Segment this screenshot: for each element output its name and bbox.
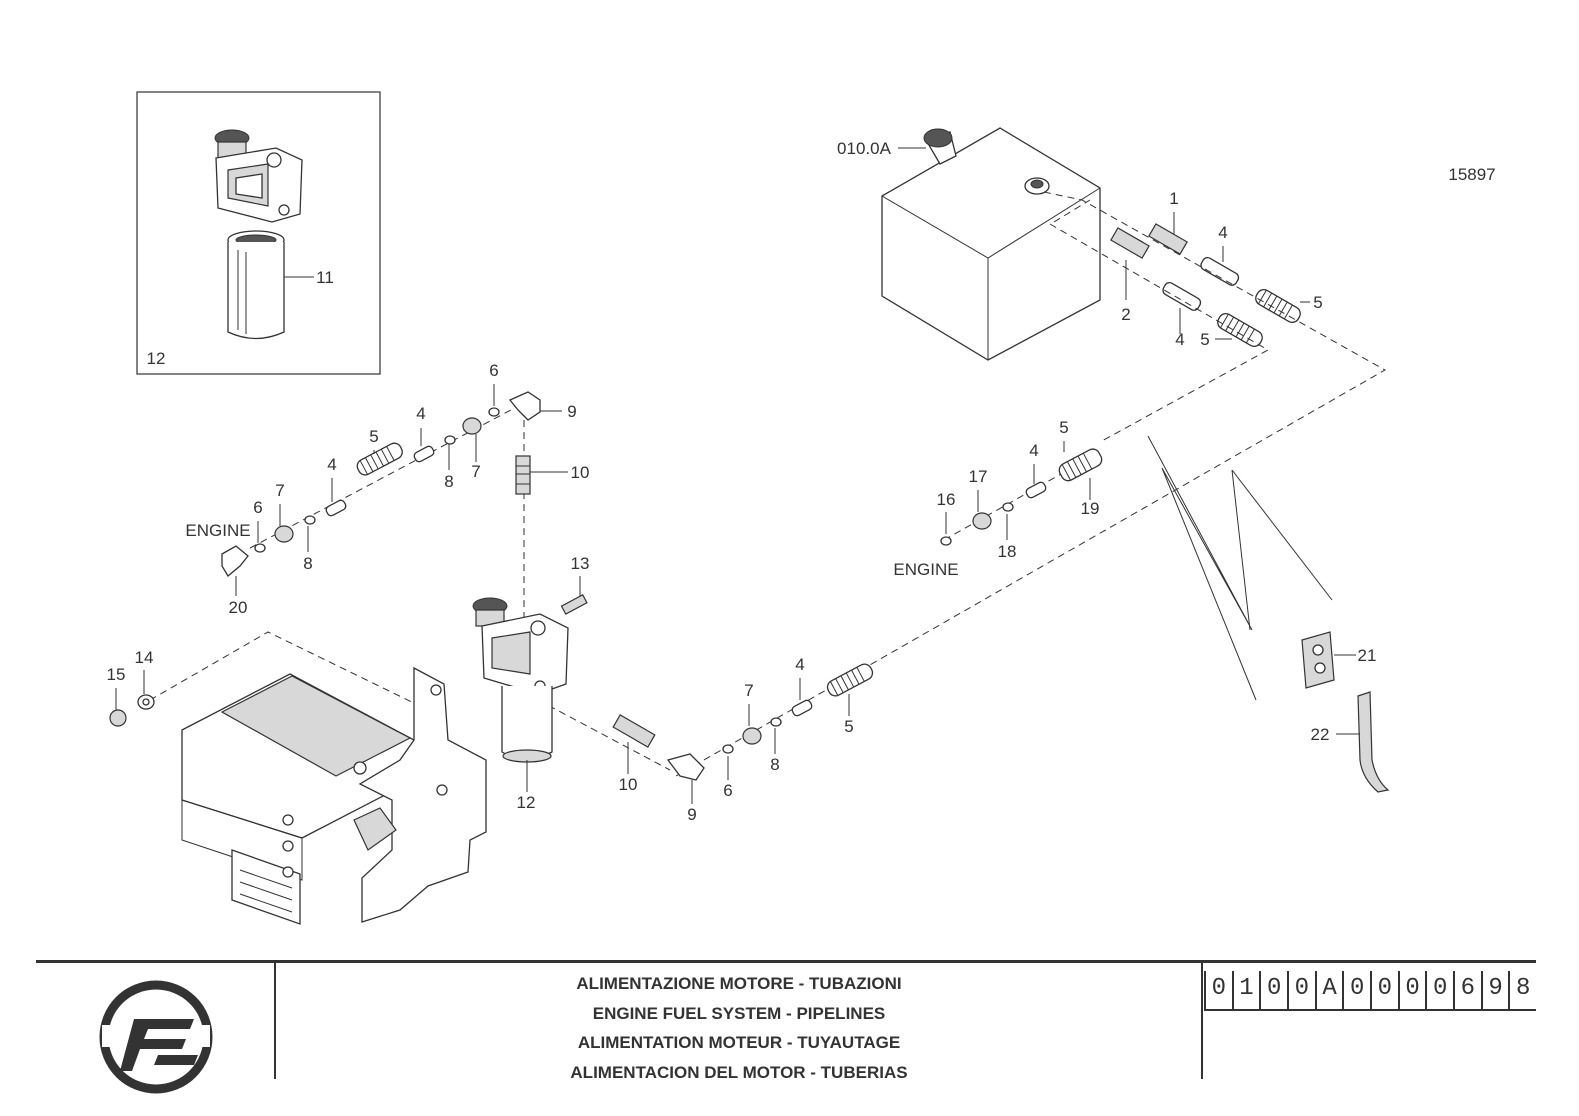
callout-label: 19	[1081, 499, 1100, 518]
code-digit: 0	[1370, 971, 1398, 1009]
title-line-fr: ALIMENTATION MOTEUR - TUYAUTAGE	[577, 1033, 901, 1052]
callout-label: 6	[489, 361, 498, 380]
callout-label: 14	[135, 648, 154, 667]
title-divider-left	[274, 963, 276, 1079]
callout-label: 22	[1311, 725, 1330, 744]
title-line-it: ALIMENTAZIONE MOTORE - TUBAZIONI	[576, 974, 902, 993]
fuel-tank	[881, 127, 1101, 361]
callout-label: 4	[1218, 223, 1227, 242]
clamp-parts	[1301, 631, 1390, 793]
code-digit: 1	[1231, 971, 1260, 1009]
callout-label: 5	[1059, 418, 1068, 437]
code-digit: 9	[1480, 971, 1509, 1009]
callout-label: 12	[517, 793, 536, 812]
callout-label: ENGINE	[185, 521, 250, 540]
upper-left-line-parts	[221, 384, 568, 596]
callout-label: 1	[1169, 189, 1178, 208]
callout-label: 2	[1121, 305, 1130, 324]
callout-label: 4	[416, 404, 425, 423]
code-digit: 0	[1287, 971, 1315, 1009]
callout-label: 8	[770, 755, 779, 774]
callout-label: 5	[844, 717, 853, 736]
callout-label: 20	[229, 598, 248, 617]
callout-label: 4	[1175, 330, 1184, 349]
callout-label: 6	[253, 498, 262, 517]
title-divider-right	[1201, 963, 1203, 1079]
callout-label: 10	[619, 775, 638, 794]
callout-label: 7	[275, 481, 284, 500]
callout-label: 5	[369, 427, 378, 446]
callout-label: 4	[327, 455, 336, 474]
code-digit: 6	[1453, 971, 1481, 1009]
callout-label: 18	[998, 542, 1017, 561]
callout-label: 15	[107, 665, 126, 684]
filter-inset	[136, 91, 381, 375]
callout-label: 7	[744, 681, 753, 700]
callout-label: 11	[316, 268, 334, 287]
pointer-lines	[1147, 435, 1333, 701]
code-digit: 0	[1204, 971, 1232, 1009]
battery-box	[181, 666, 487, 925]
code-digit: 0	[1397, 971, 1426, 1009]
code-digit: 0	[1425, 971, 1453, 1009]
callout-label: 9	[567, 402, 576, 421]
fuel-lines	[149, 191, 1387, 777]
callout-label: 13	[571, 554, 590, 573]
title-line-en: ENGINE FUEL SYSTEM - PIPELINES	[592, 1003, 886, 1023]
company-logo-icon	[99, 980, 213, 1094]
main-filter	[472, 576, 588, 792]
callout-label: 4	[1029, 441, 1038, 460]
callout-label: 6	[723, 781, 732, 800]
callout-label: ENGINE	[893, 560, 958, 579]
right-line-parts	[940, 441, 1103, 546]
code-digit: 0	[1342, 971, 1370, 1009]
tank-fittings	[1110, 212, 1310, 348]
code-digit: 8	[1508, 971, 1536, 1009]
lower-line-parts	[612, 663, 874, 804]
callout-label: 4	[795, 655, 804, 674]
title-lines: ALIMENTAZIONE MOTORE - TUBAZIONI ENGINE …	[276, 969, 1202, 1087]
callout-label: 010.0A	[837, 139, 892, 158]
callout-label: 16	[937, 490, 956, 509]
callout-label: 21	[1358, 646, 1377, 665]
drawing-code: 0 1 0 0 A 0 0 0 0 6 9 8	[1204, 971, 1536, 1011]
callout-label: 8	[444, 472, 453, 491]
nut-washer	[109, 670, 155, 727]
callout-label: 17	[969, 467, 988, 486]
callout-label: 12	[147, 349, 166, 368]
callout-label: 8	[303, 554, 312, 573]
code-digit: A	[1314, 971, 1343, 1009]
code-digit: 0	[1259, 971, 1287, 1009]
callout-label: 5	[1313, 293, 1322, 312]
title-line-es: ALIMENTACION DEL MOTOR - TUBERIAS	[570, 1062, 908, 1082]
callout-label: 5	[1200, 330, 1209, 349]
callout-label: 7	[471, 462, 480, 481]
title-block: ALIMENTAZIONE MOTORE - TUBAZIONI ENGINE …	[36, 960, 1536, 1094]
callout-label: 9	[687, 805, 696, 824]
callout-label: 10	[571, 463, 590, 482]
drawing-number: 15897	[1448, 165, 1495, 184]
